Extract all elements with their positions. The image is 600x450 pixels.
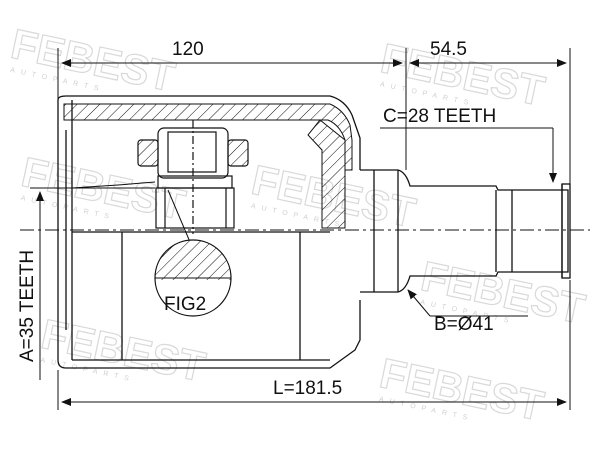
watermark-layer: FEBEST AUTOPARTS FEBEST AUTOPARTS FEBEST…: [7, 19, 590, 431]
tripod-roller: [137, 120, 249, 234]
watermark-6: FEBEST AUTOPARTS: [37, 310, 210, 392]
b-diameter-label: B=Ø41: [434, 314, 494, 335]
b-diameter-leader: [407, 289, 528, 317]
c-teeth-label: C=28 TEETH: [383, 106, 496, 127]
fig2-label: FIG2: [164, 294, 206, 315]
housing-neck-hatch: [307, 119, 346, 229]
length-label: L=181.5: [273, 378, 342, 399]
housing: [57, 95, 361, 369]
c-teeth-leader: [380, 127, 557, 183]
watermark-7: FEBEST AUTOPARTS: [375, 349, 548, 431]
dim-54-5-label: 54.5: [430, 39, 467, 60]
watermark-3: FEBEST AUTOPARTS: [17, 147, 190, 229]
top-dimensions: [57, 48, 571, 190]
dim-120-label: 120: [172, 39, 204, 60]
length-dimension: [57, 280, 571, 410]
output-shaft: [360, 169, 571, 293]
watermark-1: FEBEST AUTOPARTS: [7, 19, 180, 101]
a-teeth-label: A=35 TEETH: [17, 250, 38, 362]
a-teeth-dimension: [30, 181, 156, 380]
housing-wall-hatch: [63, 103, 353, 171]
